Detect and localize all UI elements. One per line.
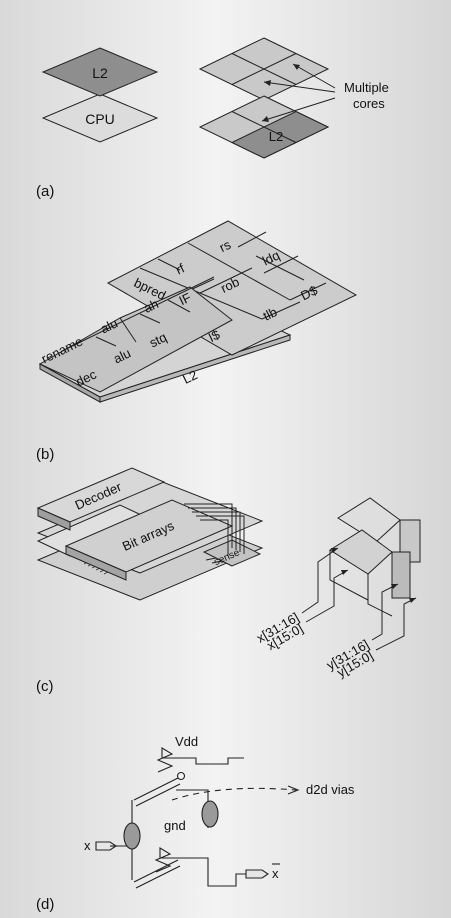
adder-mid xyxy=(330,530,392,574)
panel-a: L2 CPU L2 Multiple cores (a) xyxy=(36,38,389,200)
tag-a: (a) xyxy=(36,183,54,200)
gnd-label: gnd xyxy=(164,818,186,833)
output-pin xyxy=(246,870,268,878)
xbar-label: x xyxy=(272,866,279,881)
callout-cores: cores xyxy=(353,96,385,111)
l2-core-label: L2 xyxy=(269,129,283,144)
callout-multiple: Multiple xyxy=(344,80,389,95)
vias-label: d2d vias xyxy=(306,782,355,797)
gnd-rail xyxy=(156,848,208,876)
panel-b: rs rf ldq bpred rob D$ alu ah IF tlb ren… xyxy=(36,221,356,463)
tag-d: (d) xyxy=(36,896,54,913)
pmos-channel xyxy=(136,784,180,806)
x-label: x xyxy=(84,838,91,853)
nmos-gate xyxy=(134,860,178,882)
output-wire xyxy=(208,874,246,886)
nmos-channel xyxy=(136,866,180,888)
l2-label: L2 xyxy=(92,65,108,81)
cpu-label: CPU xyxy=(85,111,115,127)
adder-face-2 xyxy=(392,552,410,598)
d2d-via xyxy=(202,801,218,827)
panel-d: Vdd gnd d2d vias x x (d) xyxy=(36,734,355,913)
panel-c: Decoder Bit arrays sense x[31:16] x[15:0… xyxy=(36,468,420,695)
vdd-label: Vdd xyxy=(175,734,198,749)
adder-edge xyxy=(368,574,392,616)
d2d-via xyxy=(124,823,140,849)
tag-b: (b) xyxy=(36,446,54,463)
vdd-rail xyxy=(158,748,244,772)
tag-c: (c) xyxy=(36,678,54,695)
pmos-gate xyxy=(134,778,178,800)
inverter-bubble xyxy=(178,773,185,780)
